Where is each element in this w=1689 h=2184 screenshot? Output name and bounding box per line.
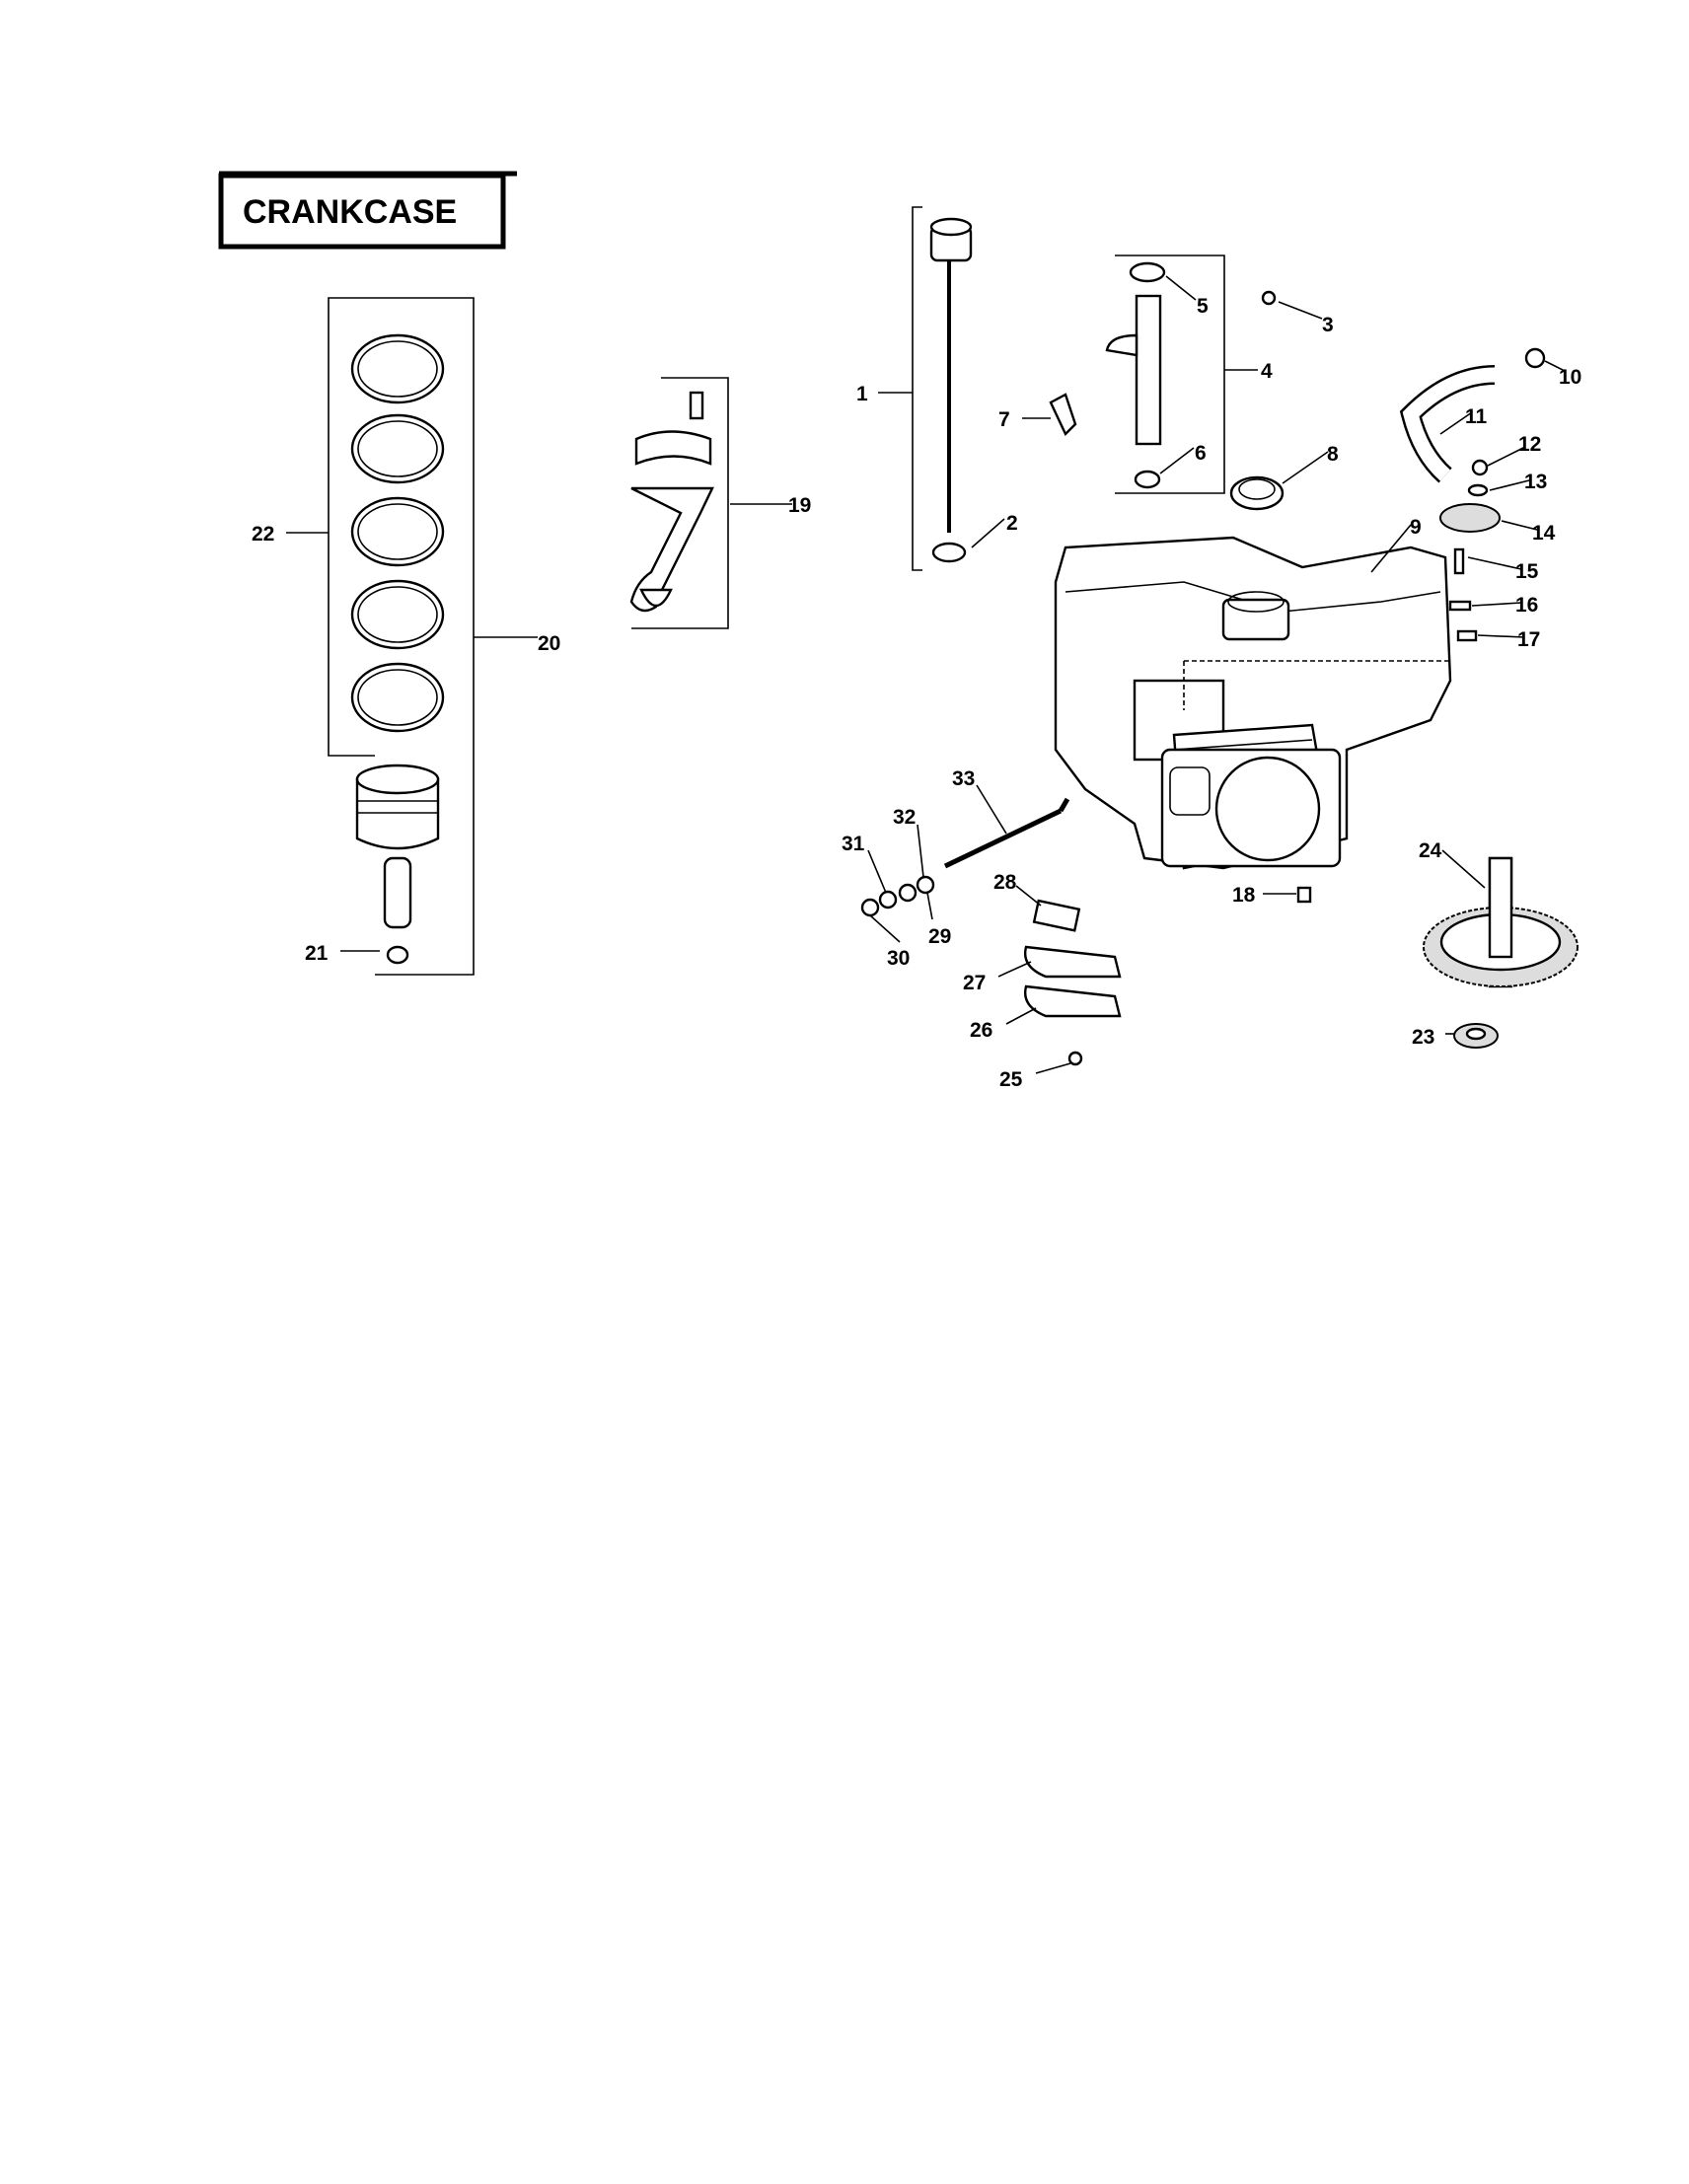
callout-24: 24 (1419, 839, 1442, 862)
bracket-part-7 (1049, 393, 1077, 437)
callout-30: 30 (887, 947, 910, 970)
dowel-part-18 (1296, 886, 1312, 904)
governor-shaft-33 (943, 797, 1070, 869)
seal-part-8 (1229, 475, 1285, 511)
plates-26-27 (1024, 945, 1122, 1018)
callout-9: 9 (1410, 516, 1422, 539)
hose-part-11 (1399, 365, 1496, 483)
clamp-part-10 (1524, 347, 1546, 369)
callout-10: 10 (1559, 366, 1581, 389)
connecting-rod-group (629, 377, 729, 629)
callout-20: 20 (538, 632, 560, 655)
piston-ring-set (328, 297, 475, 976)
callout-14: 14 (1532, 522, 1556, 545)
parts-12-13 (1467, 459, 1489, 497)
callout-32: 32 (893, 806, 916, 829)
callout-15: 15 (1515, 560, 1539, 583)
crankcase-block (1054, 536, 1452, 870)
callout-26: 26 (970, 1019, 992, 1042)
washers-29-32 (860, 875, 935, 917)
callout-17: 17 (1517, 628, 1540, 651)
callout-33: 33 (952, 767, 975, 790)
diagram-title: CRANKCASE (243, 193, 457, 231)
callout-19: 19 (788, 494, 811, 517)
title-box: CRANKCASE (218, 171, 517, 250)
callout-13: 13 (1524, 471, 1547, 493)
callout-4: 4 (1261, 360, 1273, 383)
piston-pin (383, 856, 412, 929)
camshaft-24 (1423, 856, 1579, 988)
callout-25: 25 (999, 1068, 1023, 1091)
breather-cover-14 (1439, 503, 1501, 533)
callout-3: 3 (1322, 314, 1334, 336)
washer-part-23 (1453, 1023, 1499, 1049)
callout-12: 12 (1518, 433, 1541, 456)
callout-29: 29 (928, 925, 951, 948)
parts-15-16-17 (1448, 547, 1478, 642)
callout-21: 21 (305, 942, 329, 965)
callout-16: 16 (1515, 594, 1538, 617)
callout-23: 23 (1412, 1026, 1434, 1049)
callout-7: 7 (998, 408, 1010, 431)
callout-2: 2 (1006, 512, 1018, 535)
callout-28: 28 (993, 871, 1017, 894)
piston (355, 764, 440, 850)
callout-31: 31 (842, 833, 865, 855)
block-part-28 (1032, 899, 1081, 932)
oil-fill-tube (1105, 255, 1225, 494)
callout-5: 5 (1197, 295, 1209, 318)
callout-18: 18 (1232, 884, 1256, 907)
callout-11: 11 (1465, 405, 1488, 428)
screw-part-3 (1261, 290, 1277, 306)
callout-27: 27 (963, 972, 986, 994)
dipstick (912, 206, 973, 571)
callout-6: 6 (1195, 442, 1207, 465)
piston-rings (350, 333, 445, 733)
callout-1: 1 (856, 383, 868, 405)
pin-retainer (386, 945, 409, 965)
callout-labels: 1 2 3 4 5 6 7 8 9 10 11 12 13 14 15 16 1… (252, 295, 1581, 1091)
callout-22: 22 (252, 523, 274, 546)
callout-8: 8 (1327, 443, 1339, 466)
leader-lines (286, 275, 1566, 1074)
screw-part-25 (1067, 1051, 1083, 1066)
